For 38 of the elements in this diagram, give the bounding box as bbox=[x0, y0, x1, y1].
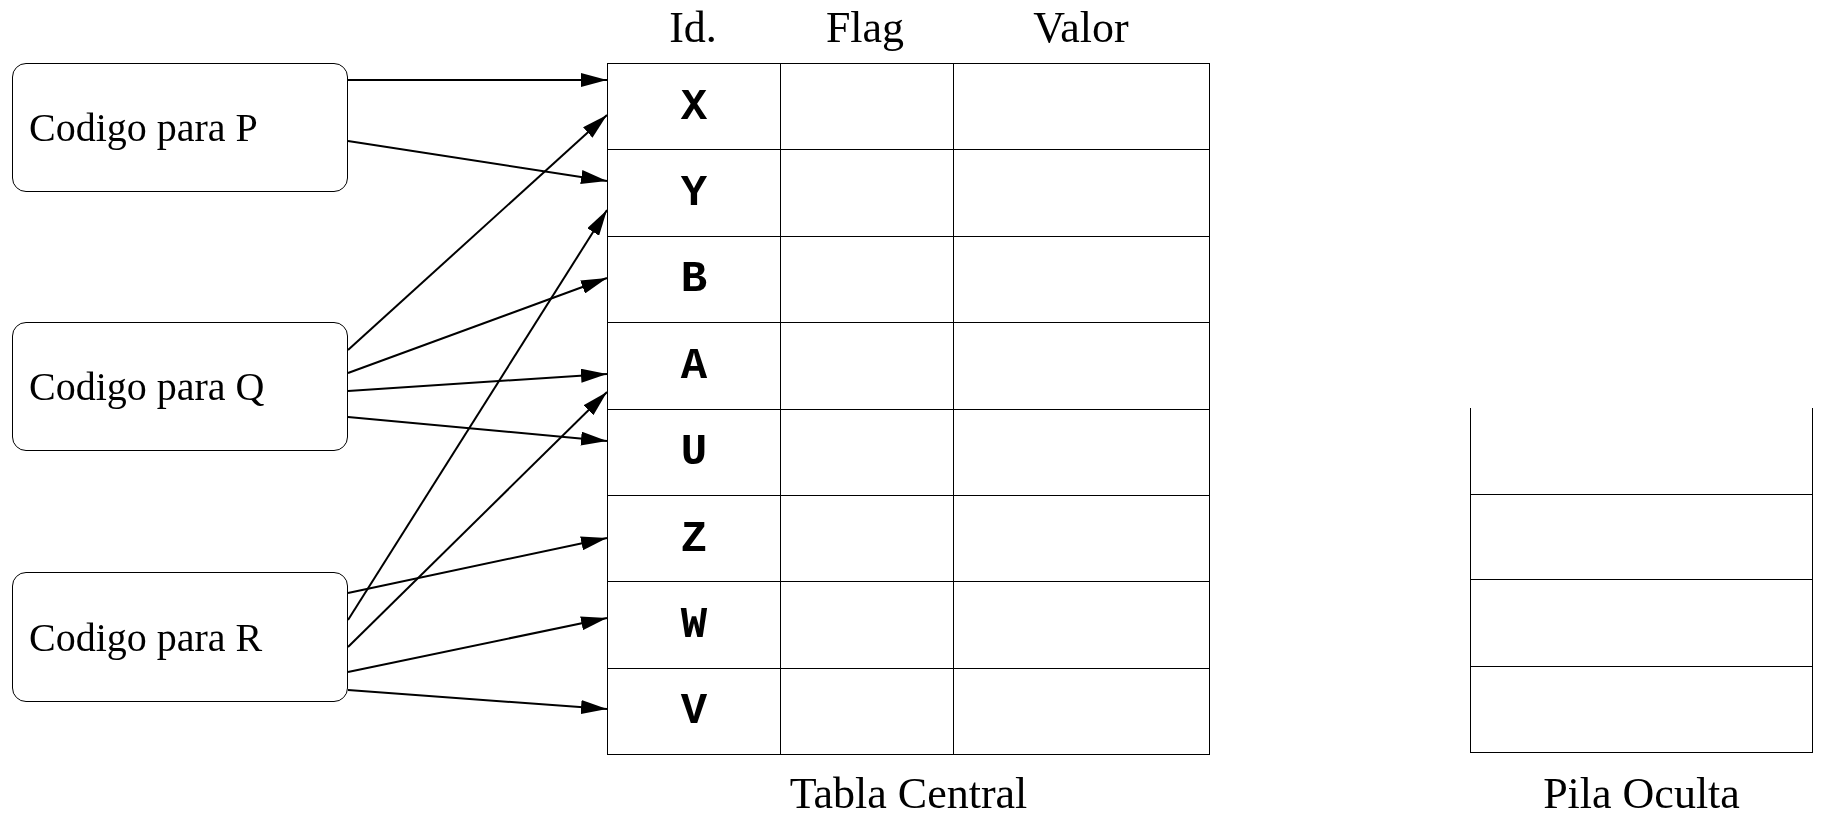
identifier-text: A bbox=[679, 339, 709, 393]
identifier-text: B bbox=[679, 253, 709, 307]
identifier-text: W bbox=[679, 599, 709, 653]
table-row bbox=[607, 235, 1210, 324]
table-row bbox=[607, 495, 1210, 583]
stack-slot bbox=[1470, 580, 1813, 667]
arrow bbox=[347, 114, 608, 351]
table-caption: Tabla Central bbox=[789, 768, 1028, 819]
arrow bbox=[347, 536, 608, 594]
identifier-text: V bbox=[679, 685, 709, 739]
code-box: Codigo para P bbox=[12, 63, 348, 192]
table-row bbox=[607, 149, 1210, 237]
table-row bbox=[607, 667, 1210, 756]
table-row bbox=[607, 322, 1210, 410]
stack-slot bbox=[1470, 666, 1813, 753]
column-header: Id. bbox=[669, 2, 717, 53]
identifier-text: U bbox=[679, 426, 709, 480]
identifier-text: X bbox=[679, 80, 709, 134]
stack-slot bbox=[1470, 494, 1813, 581]
arrow bbox=[347, 277, 608, 374]
arrow bbox=[347, 416, 608, 446]
arrow bbox=[347, 209, 608, 621]
table-row bbox=[607, 408, 1210, 496]
identifier-text: Z bbox=[679, 512, 709, 566]
code-box: Codigo para R bbox=[12, 572, 348, 702]
table-row bbox=[607, 581, 1210, 669]
arrow bbox=[347, 391, 608, 648]
table-row bbox=[607, 63, 1210, 151]
arrow bbox=[347, 140, 608, 184]
table-caption: Pila Oculta bbox=[1543, 768, 1740, 819]
column-header: Flag bbox=[825, 2, 905, 53]
arrow bbox=[347, 616, 608, 673]
arrow bbox=[347, 368, 608, 392]
column-header: Valor bbox=[1033, 2, 1129, 53]
code-box: Codigo para Q bbox=[12, 322, 348, 451]
identifier-text: Y bbox=[679, 167, 709, 221]
arrow bbox=[347, 73, 608, 87]
arrow bbox=[347, 689, 608, 715]
